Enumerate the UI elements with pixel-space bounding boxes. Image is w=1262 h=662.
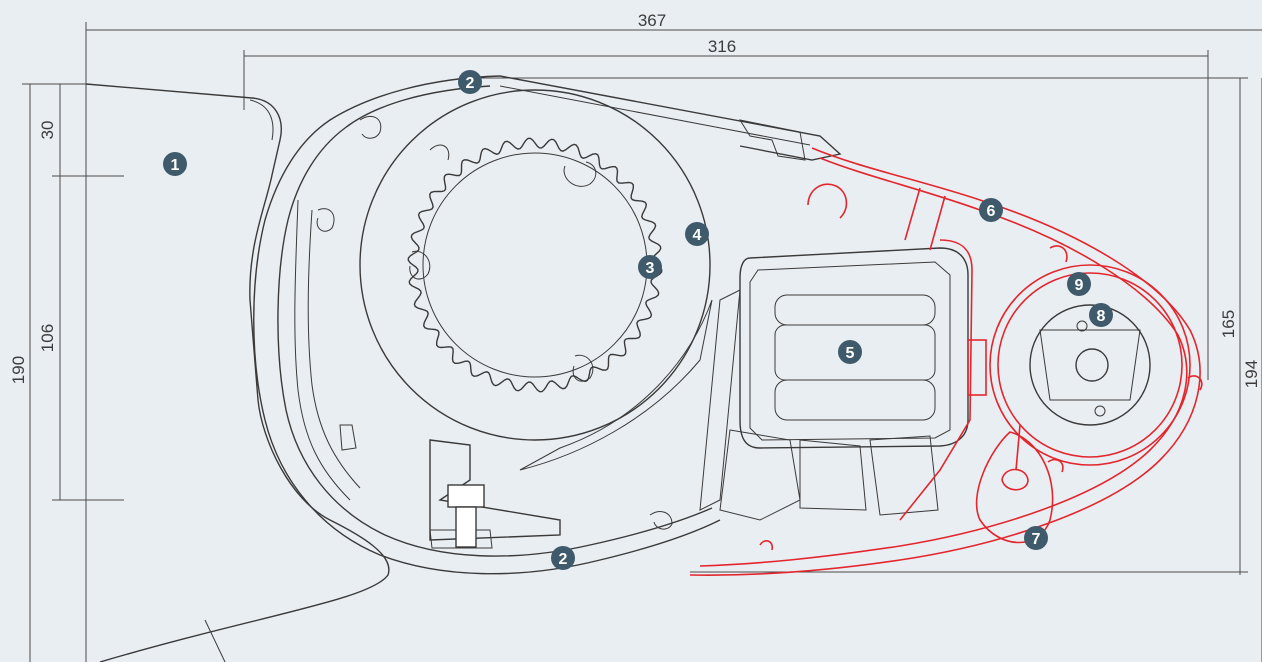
housing-clip-upper-2 (429, 144, 450, 161)
callout-5: 5 (838, 340, 862, 364)
roller-tube-scalloped-edge (407, 137, 663, 393)
housing-back-wall-inner (307, 209, 361, 489)
callout-1: 1 (163, 152, 187, 176)
callout-4: 4 (685, 222, 709, 246)
dim-label-left-middle: 106 (38, 324, 57, 352)
motor-bracket-mid (799, 439, 867, 511)
housing-top-rail-inner (499, 85, 811, 146)
housing-inner-shell (277, 85, 713, 557)
callout-8: 8 (1089, 303, 1113, 327)
motor-band-1 (774, 294, 936, 326)
housing-clip-bottom (649, 511, 673, 530)
callout-circle (685, 222, 709, 246)
callout-label: 5 (846, 345, 855, 362)
dimension-lines (22, 22, 1262, 662)
bolt-shaft (455, 506, 477, 548)
housing-top-rail (499, 75, 842, 161)
callout-circle (458, 70, 482, 94)
motor-band-3 (774, 379, 936, 421)
wall-bracket (85, 83, 390, 662)
bracket-inner-edge (249, 99, 274, 141)
dim-label-right-total: 194 (1242, 360, 1261, 388)
callout-label: 2 (466, 75, 475, 92)
cassette-housing (253, 75, 842, 575)
dim-label-left-top: 30 (38, 121, 57, 140)
motor-unit (699, 247, 969, 521)
callout-label: 1 (171, 157, 180, 174)
front-profile (689, 147, 1203, 576)
roller-tube-inner (422, 152, 648, 378)
roller-tube (407, 137, 663, 393)
callout-7: 7 (1024, 526, 1048, 550)
dim-label-inner-width: 316 (708, 37, 736, 56)
callout-circle (1067, 272, 1091, 296)
callout-circle (638, 255, 662, 279)
weight-bar (975, 424, 1054, 544)
weight-roller (989, 264, 1191, 466)
housing-clip-upper (359, 116, 382, 139)
front-profile-hook (807, 183, 848, 219)
dim-label-right-inner: 165 (1219, 310, 1238, 338)
callout-3: 3 (638, 255, 662, 279)
callout-circle (163, 152, 187, 176)
weight-bar-hole (1001, 468, 1029, 491)
bolt-bracket (429, 439, 561, 541)
callout-2-bottom: 2 (551, 546, 575, 570)
callout-circle (979, 198, 1003, 222)
callout-label: 4 (693, 227, 702, 244)
callout-label: 9 (1075, 277, 1084, 294)
callout-circle (551, 546, 575, 570)
fabric-exit-wedge (519, 299, 713, 471)
front-profile-clip-top (1049, 245, 1068, 263)
callout-label: 2 (559, 551, 568, 568)
roller-pin-bottom (1094, 405, 1106, 417)
motor-housing (739, 247, 969, 449)
housing-clip-back (316, 208, 335, 232)
callout-label: 6 (987, 203, 996, 220)
housing-clip-lower (339, 424, 357, 451)
weight-bar-stem (1015, 424, 1021, 471)
mounting-bolt (429, 439, 561, 548)
callout-9: 9 (1067, 272, 1091, 296)
front-profile-rib (904, 187, 946, 251)
front-profile-inner (699, 157, 1188, 567)
roller-groove-left (409, 250, 431, 280)
front-profile-clip-block (967, 339, 987, 396)
roller-pin-top (1076, 320, 1088, 332)
callout-2-top: 2 (458, 70, 482, 94)
callout-6: 6 (979, 198, 1003, 222)
motor-side-plate (699, 289, 741, 511)
bolt-nut (447, 484, 485, 508)
callout-circle (1024, 526, 1048, 550)
callout-circle (838, 340, 862, 364)
callout-label: 3 (646, 260, 655, 277)
front-profile-outer (689, 147, 1201, 576)
roller-core-plate (1039, 329, 1141, 401)
callout-label: 8 (1097, 308, 1106, 325)
roller-axle (1075, 348, 1109, 382)
roller-core (1029, 304, 1151, 426)
callout-circle (1089, 303, 1113, 327)
fabric-roll-circle (359, 89, 711, 441)
housing-outer-shell (253, 75, 721, 575)
roller-groove-bottom (572, 354, 594, 382)
housing-back-wall (294, 199, 351, 501)
dim-label-left-total: 190 (9, 356, 28, 384)
roller-inner-red (997, 272, 1183, 458)
callout-label: 7 (1032, 531, 1041, 548)
roller-outer-red (989, 264, 1191, 466)
bracket-outline (85, 83, 390, 662)
dim-label-total-width: 367 (638, 11, 666, 30)
bracket-foot-line (204, 619, 226, 662)
roller-groove-top (563, 161, 597, 187)
weight-bar-body (975, 431, 1054, 544)
motor-bracket-right (869, 435, 939, 516)
motor-bracket-left (719, 429, 801, 521)
housing-top-clip (738, 119, 806, 161)
dimension-labels: 367 316 30 106 190 165 194 (9, 11, 1261, 388)
motor-housing-inner (749, 261, 951, 441)
callout-badges: 1 2 2 3 4 5 6 7 (163, 70, 1113, 570)
